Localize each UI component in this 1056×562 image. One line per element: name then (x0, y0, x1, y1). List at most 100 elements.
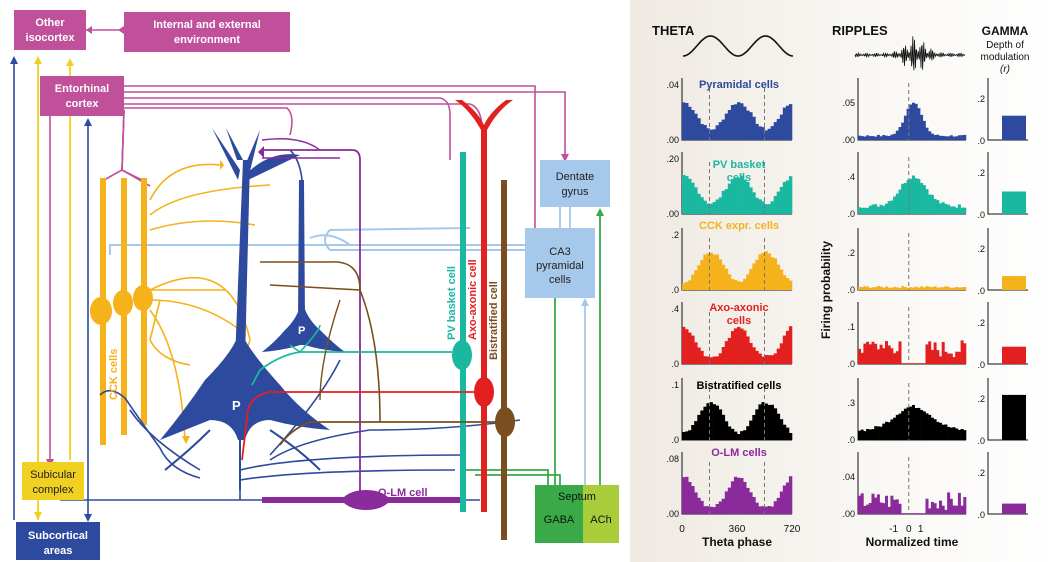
ripple-bar (960, 505, 964, 514)
ripple-bar (920, 410, 924, 440)
theta-bar (697, 414, 701, 440)
theta-bar (733, 431, 738, 440)
theta-bar (697, 347, 701, 364)
ripple-bar (858, 207, 861, 214)
theta-bar (694, 421, 698, 440)
theta-bar (700, 259, 704, 290)
theta-bar (788, 326, 793, 364)
gamma-ytick: .0 (977, 136, 985, 146)
ripple-bar (955, 428, 959, 440)
ripple-bar (947, 286, 951, 290)
ripple-bar (922, 120, 926, 140)
theta-bar (709, 357, 713, 364)
theta-bar (691, 486, 695, 514)
theta-bar (715, 125, 719, 140)
ripple-bar (885, 421, 888, 440)
ripple-bar (933, 135, 937, 140)
ripple-bar (957, 287, 961, 290)
ripple-bar (917, 407, 921, 440)
theta-bar (727, 110, 732, 140)
theta-bar (706, 253, 710, 290)
pyramidal-cell-large: P (160, 128, 330, 490)
ripple-bar (930, 133, 934, 140)
ripple-bar (960, 287, 964, 290)
gamma-ytick: .0 (977, 436, 985, 446)
gamma-bar (1002, 276, 1026, 290)
theta-bar (706, 128, 710, 140)
theta-bar (718, 409, 723, 440)
entorhinal-box: Entorhinal cortex (40, 76, 124, 116)
theta-bar (733, 476, 738, 514)
theta-xtick: 360 (729, 524, 746, 535)
ripple-bar (868, 429, 872, 440)
ripple-bar (868, 287, 872, 290)
ripple-bar (866, 429, 870, 440)
ripple-bar (914, 513, 918, 514)
ripple-bar (936, 200, 940, 214)
theta-bar (727, 337, 732, 364)
ripple-bar (928, 341, 932, 364)
theta-bar (682, 477, 686, 514)
theta-bar (767, 355, 771, 364)
theta-bar (709, 252, 713, 290)
ripple-bar (949, 287, 953, 290)
theta-bar (709, 402, 713, 440)
theta-bar (697, 193, 701, 214)
ach-label: ACh (590, 514, 611, 526)
ripple-bar (957, 351, 961, 364)
theta-bar (694, 342, 698, 364)
ripple-bar (914, 286, 918, 290)
gamma-ytick: .2 (977, 468, 985, 478)
ripple-bar (936, 421, 940, 440)
theta-bar (697, 118, 701, 140)
subcortical-line2: areas (44, 545, 73, 557)
theta-bar (724, 341, 729, 364)
theta-bar (703, 254, 707, 290)
theta-bar (718, 122, 723, 140)
gamma-ytick: .2 (977, 394, 985, 404)
gamma-bar (1002, 394, 1026, 440)
environment-line1: Internal and external (153, 19, 261, 31)
ripple-bar (925, 286, 929, 290)
theta-ytick: .00 (666, 209, 679, 219)
ripple-bar (914, 103, 918, 140)
bistratified-cell: Bistratified cell (260, 180, 515, 540)
ripple-bar (882, 423, 886, 440)
ripple-bar (930, 501, 934, 514)
gamma-ytick: .2 (977, 318, 985, 328)
ripple-bar (957, 492, 961, 514)
ca3-box: CA3 pyramidal cells (525, 228, 595, 298)
theta-ytick: .0 (671, 435, 679, 445)
ripple-bar (949, 427, 953, 440)
ripple-bar (925, 189, 929, 214)
ripple-bar (909, 513, 913, 514)
ripple-bar (922, 411, 926, 440)
theta-wave (682, 35, 794, 57)
ripple-bar (912, 363, 915, 364)
ripple-bar (955, 287, 959, 290)
theta-bar (785, 278, 790, 290)
ripple-bar (955, 351, 959, 364)
theta-bar (724, 421, 729, 440)
ripple-ytick: .00 (842, 135, 855, 145)
theta-bar (752, 497, 756, 514)
theta-bar (782, 107, 787, 140)
theta-bar (718, 197, 723, 214)
theta-bar (752, 415, 756, 440)
theta-bar (700, 124, 704, 140)
theta-bar (697, 497, 701, 514)
theta-bar (746, 182, 750, 214)
theta-bar (688, 280, 692, 290)
ripple-bar (903, 363, 907, 364)
ripple-bar (906, 179, 910, 214)
gamma-ytick: .2 (977, 244, 985, 254)
ripple-bar (887, 201, 891, 214)
theta-bar (718, 353, 723, 364)
pyramidal-small-label: P (298, 325, 305, 337)
theta-bar (776, 118, 781, 140)
gamma-bar (1002, 115, 1026, 140)
ripple-bar (898, 503, 902, 514)
theta-bar (685, 476, 689, 514)
theta-bar (691, 274, 695, 290)
row-label: CCK expr. cells (699, 220, 779, 232)
